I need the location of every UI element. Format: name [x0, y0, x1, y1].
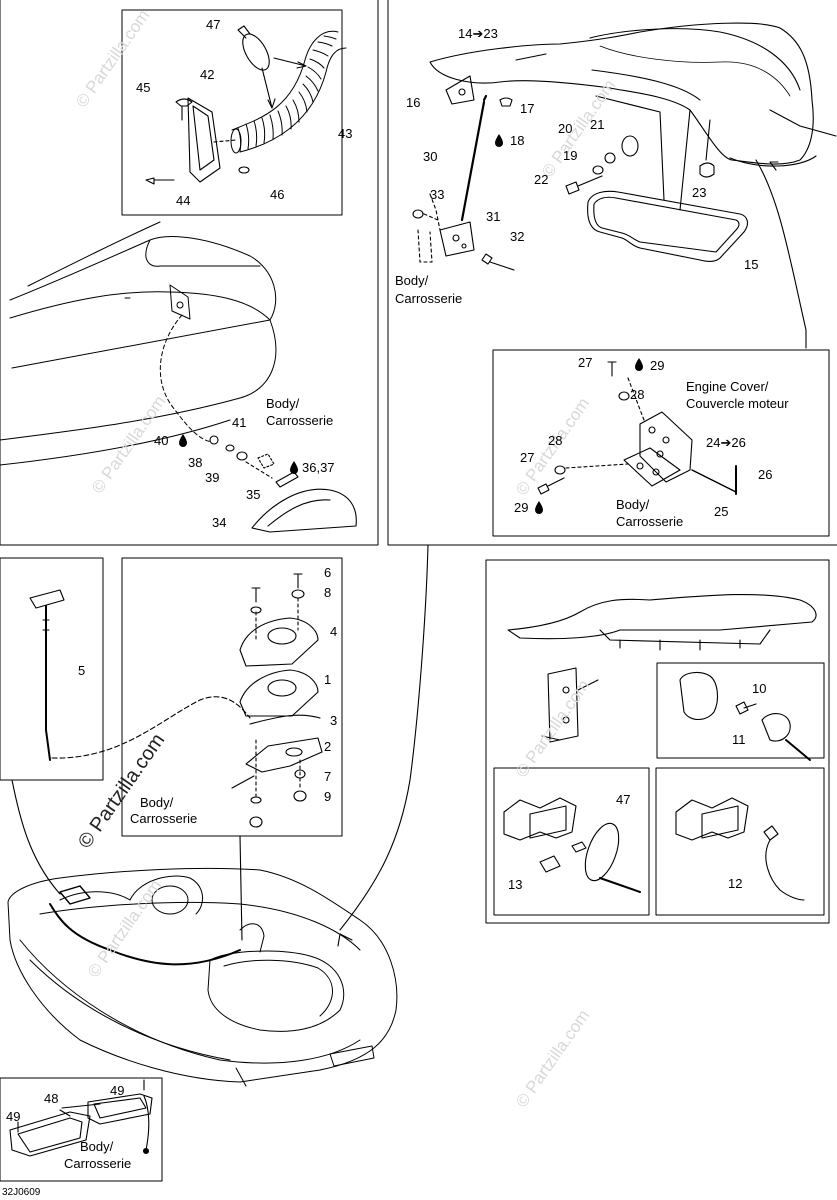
callout-42: 42 [200, 67, 215, 82]
callout-22: 22 [534, 172, 549, 187]
boat-hull [7, 867, 398, 1087]
note-body-b-fr: Carrosserie [395, 291, 463, 306]
callout-34: 34 [212, 515, 227, 530]
dipstick-part [29, 589, 65, 761]
seat-body-sketch [0, 221, 277, 466]
callout-4: 4 [330, 624, 338, 639]
note-body-a: Body/ [266, 396, 300, 411]
callout-16: 16 [406, 95, 421, 110]
note-body-e-fr: Carrosserie [64, 1156, 132, 1171]
callout-24-26: 24➔26 [706, 435, 746, 450]
callout-28b: 28 [548, 433, 563, 448]
diagram-code: 32J0609 [2, 1187, 41, 1198]
vent-duct-parts [145, 25, 347, 185]
callout-10: 10 [752, 681, 767, 696]
latch-parts-34-41 [209, 435, 357, 533]
callout-5: 5 [78, 663, 86, 678]
storage-tray-parts [9, 1079, 153, 1157]
oil-drop-icons [179, 134, 643, 514]
callout-17: 17 [520, 101, 535, 116]
callout-40: 40 [154, 433, 169, 448]
callout-39: 39 [205, 470, 220, 485]
callout-8: 8 [324, 585, 332, 600]
engine-cover-hinge-parts [537, 361, 737, 495]
callout-7: 7 [324, 769, 332, 784]
callout-35: 35 [246, 487, 261, 502]
note-body-d: Body/ [140, 795, 174, 810]
callout-20: 20 [558, 121, 573, 136]
note-body-c: Body/ [616, 497, 650, 512]
callout-26: 26 [758, 467, 773, 482]
callout-27b: 27 [520, 450, 535, 465]
callout-12: 12 [728, 876, 743, 891]
note-engine-cover-fr: Couvercle moteur [686, 396, 789, 411]
callout-18: 18 [510, 133, 525, 148]
callout-29b: 29 [514, 500, 529, 515]
callout-33: 33 [430, 187, 445, 202]
callout-41: 41 [232, 415, 247, 430]
frame-clip-parts [503, 593, 817, 901]
callout-21: 21 [590, 117, 605, 132]
callout-38: 38 [188, 455, 203, 470]
callout-19: 19 [563, 148, 578, 163]
note-engine-cover: Engine Cover/ [686, 379, 769, 394]
note-body-a-fr: Carrosserie [266, 413, 334, 428]
callout-31: 31 [486, 209, 501, 224]
callout-1: 1 [324, 672, 332, 687]
callout-6: 6 [324, 565, 332, 580]
callout-3: 3 [330, 713, 338, 728]
callout-30: 30 [423, 149, 438, 164]
callout-27: 27 [578, 355, 593, 370]
callout-9: 9 [324, 789, 332, 804]
callout-48: 48 [44, 1091, 59, 1106]
callout-25: 25 [714, 504, 729, 519]
callout-45: 45 [136, 80, 151, 95]
callout-13: 13 [508, 877, 523, 892]
callout-49b: 49 [6, 1109, 21, 1124]
callout-29: 29 [650, 358, 665, 373]
callout-32: 32 [510, 229, 525, 244]
callout-49: 49 [110, 1083, 125, 1098]
note-body-c-fr: Carrosserie [616, 514, 684, 529]
callout-28: 28 [630, 387, 645, 402]
callout-23: 23 [692, 185, 707, 200]
callout-36-37: 36,37 [302, 460, 335, 475]
callout-14-23: 14➔23 [458, 26, 498, 41]
callout-43: 43 [338, 126, 353, 141]
note-body-d-fr: Carrosserie [130, 811, 198, 826]
note-body-b: Body/ [395, 273, 429, 288]
callout-11: 11 [732, 732, 746, 747]
callout-46: 46 [270, 187, 285, 202]
callout-15: 15 [744, 257, 759, 272]
callout-44: 44 [176, 193, 191, 208]
callout-47: 47 [206, 17, 221, 32]
callout-2: 2 [324, 739, 332, 754]
mount-stack-parts [231, 573, 323, 828]
callout-47b: 47 [616, 792, 631, 807]
note-body-e: Body/ [80, 1139, 114, 1154]
storage-lid-parts [412, 22, 837, 349]
